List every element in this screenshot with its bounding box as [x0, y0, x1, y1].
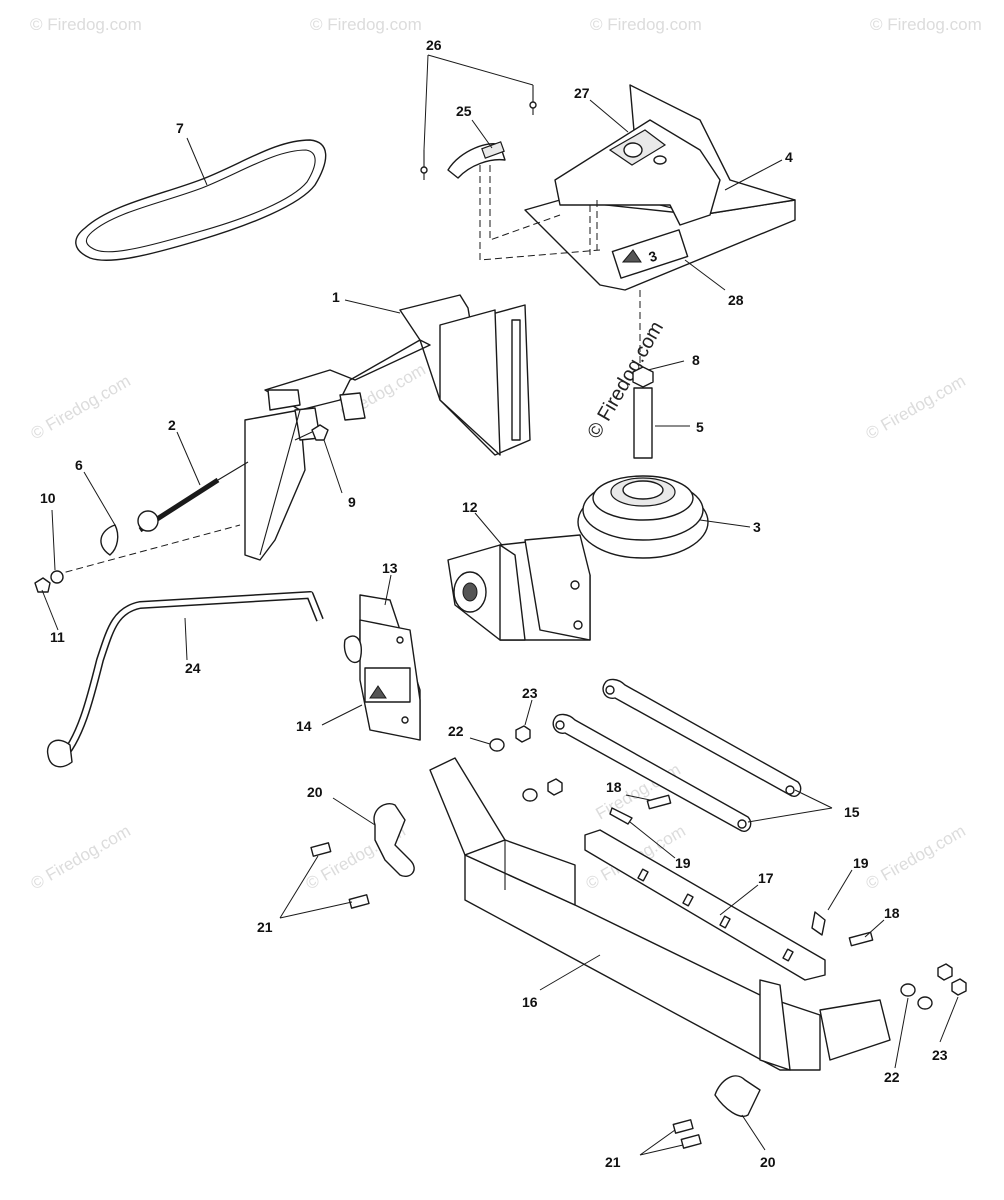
- pulley-assembly: [577, 366, 709, 559]
- callout-6: 6: [75, 457, 83, 473]
- callout-3: 3: [753, 519, 761, 535]
- main-frame: [429, 757, 891, 1071]
- callout-21: 21: [257, 919, 273, 935]
- watermark: © Firedog.com: [870, 15, 982, 34]
- callout-22: 22: [448, 723, 464, 739]
- decal-bracket: [343, 594, 421, 741]
- callout-10: 10: [40, 490, 56, 506]
- callout-19: 19: [853, 855, 869, 871]
- callouts: 1 2 3 4 5 6 7 8 9 10 11 12 13 14 15 16 1…: [40, 37, 948, 1170]
- watermark: © Firedog.com: [863, 371, 969, 443]
- callout-28: 28: [728, 292, 744, 308]
- callout-27: 27: [574, 85, 590, 101]
- callout-26: 26: [426, 37, 442, 53]
- callout-24: 24: [185, 660, 201, 676]
- handle-assembly: [420, 85, 641, 365]
- callout-13: 13: [382, 560, 398, 576]
- callout-7: 7: [176, 120, 184, 136]
- watermark: © Firedog.com: [30, 15, 142, 34]
- callout-23: 23: [522, 685, 538, 701]
- callout-23: 23: [932, 1047, 948, 1063]
- callout-1: 1: [332, 289, 340, 305]
- callout-19: 19: [675, 855, 691, 871]
- callout-14: 14: [296, 718, 312, 734]
- main-bracket: [244, 294, 531, 561]
- belt: [75, 139, 327, 261]
- callout-9: 9: [348, 494, 356, 510]
- callout-8: 8: [692, 352, 700, 368]
- watermark: © Firedog.com: [28, 821, 134, 893]
- callout-5: 5: [696, 419, 704, 435]
- links: [552, 678, 802, 832]
- callout-11: 11: [50, 629, 65, 645]
- callout-20: 20: [760, 1154, 776, 1170]
- callout-18: 18: [606, 779, 622, 795]
- callout-12: 12: [462, 499, 478, 515]
- nuts-washers: [489, 725, 967, 1010]
- leader-lines: [41, 54, 959, 1156]
- callout-20: 20: [307, 784, 323, 800]
- hardware: [609, 794, 874, 947]
- cable: [46, 591, 324, 768]
- callout-25: 25: [456, 103, 472, 119]
- callout-16: 16: [522, 994, 538, 1010]
- rod-assembly: [34, 424, 329, 593]
- watermark: © Firedog.com: [310, 15, 422, 34]
- callout-22: 22: [884, 1069, 900, 1085]
- callout-15: 15: [844, 804, 860, 820]
- watermark: © Firedog.com: [863, 821, 969, 893]
- callout-17: 17: [758, 870, 774, 886]
- shield: 3: [524, 84, 796, 291]
- callout-21: 21: [605, 1154, 621, 1170]
- watermarks: © Firedog.com © Firedog.com © Firedog.co…: [28, 15, 982, 893]
- callout-18: 18: [884, 905, 900, 921]
- watermark-main: © Firedog.com: [583, 318, 668, 443]
- idler-bracket: [447, 534, 591, 641]
- watermark: © Firedog.com: [28, 371, 134, 443]
- clamps: [310, 803, 761, 1149]
- callout-4: 4: [785, 149, 793, 165]
- watermark: © Firedog.com: [590, 15, 702, 34]
- callout-2: 2: [168, 417, 176, 433]
